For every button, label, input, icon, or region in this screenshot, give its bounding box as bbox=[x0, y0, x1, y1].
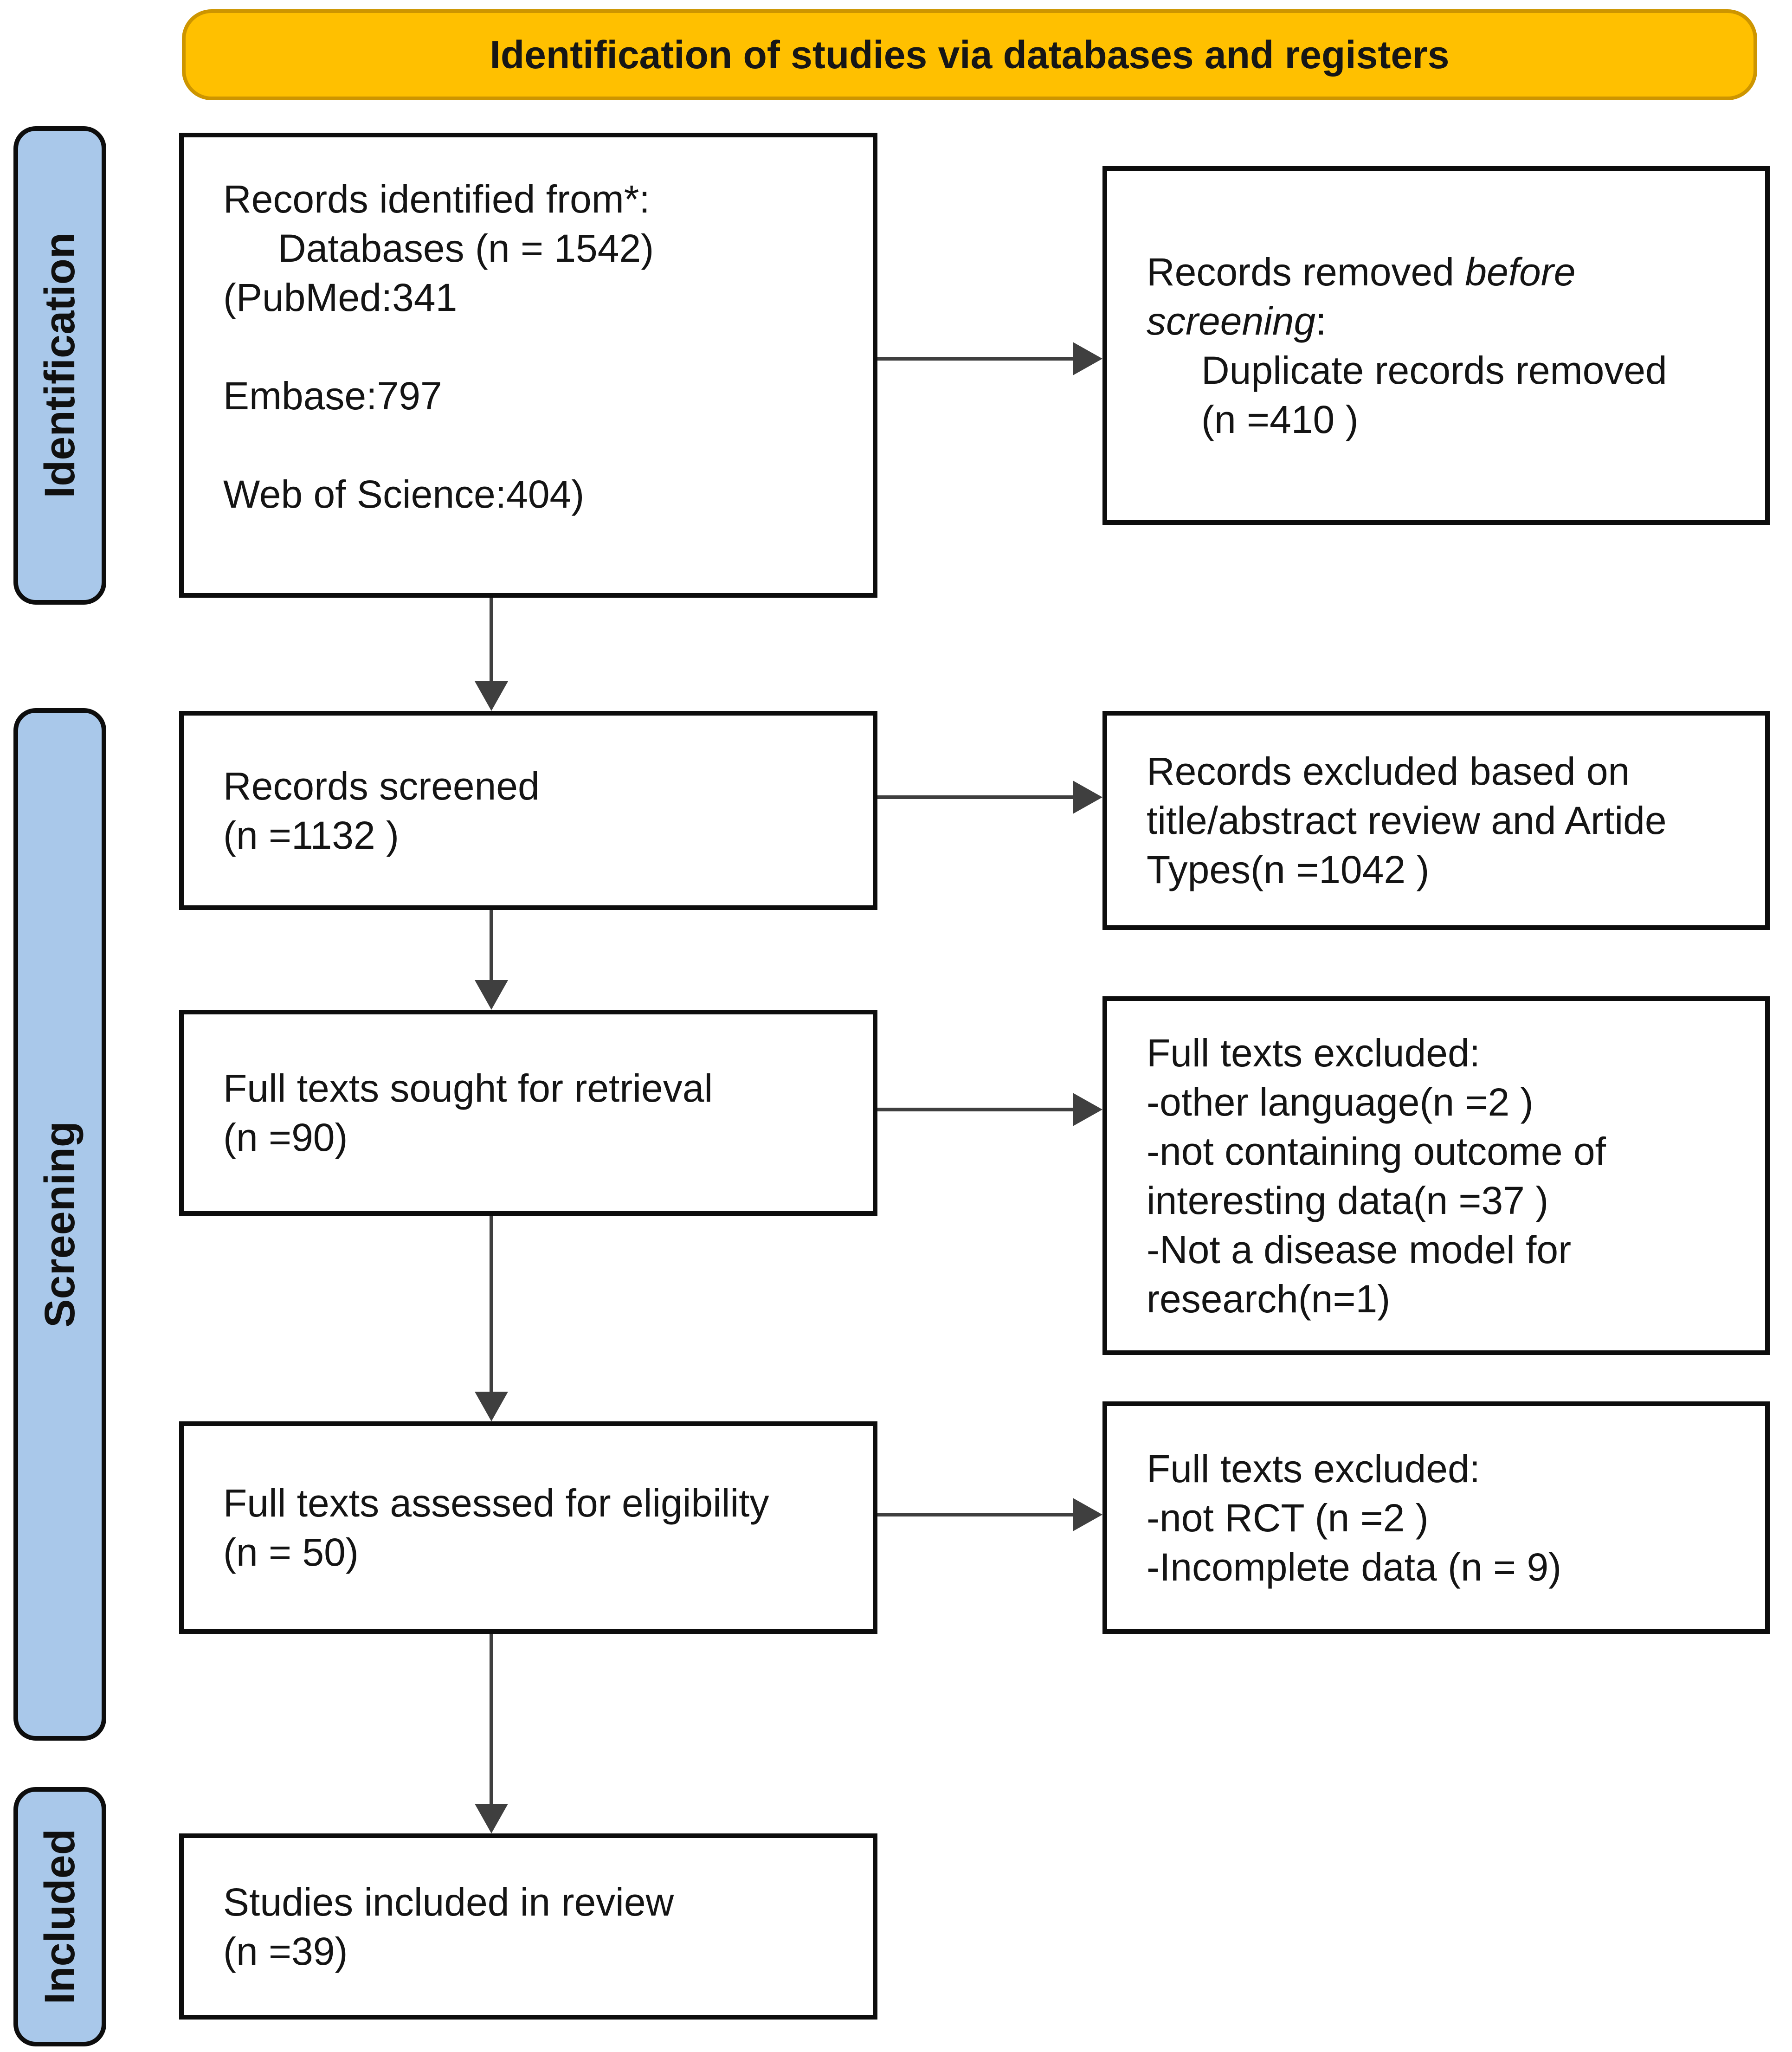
box-line: -Incomplete data (n = 9) bbox=[1147, 1545, 1562, 1589]
box-records-removed: Records removed before screening: Duplic… bbox=[1102, 166, 1770, 525]
arrow-head-icon bbox=[475, 1392, 508, 1421]
stage-label-text: Included bbox=[36, 1829, 84, 2005]
box-records-identified: Records identified from*: Databases (n =… bbox=[179, 133, 877, 598]
box-line: -not RCT (n =2 ) bbox=[1147, 1496, 1429, 1540]
box-line: Web of Science:404) bbox=[223, 472, 585, 516]
box-line bbox=[223, 420, 854, 470]
box-line: -not containing outcome of bbox=[1147, 1129, 1606, 1173]
box-records-screened: Records screened (n =1132 ) bbox=[179, 711, 877, 910]
stage-label-screening: Screening bbox=[13, 708, 106, 1741]
box-line: Records identified from*: bbox=[223, 177, 650, 221]
box-line: Duplicate records removed bbox=[1201, 348, 1667, 392]
box-line: Full texts excluded: bbox=[1147, 1446, 1481, 1491]
box-line: Studies included in review bbox=[223, 1880, 674, 1924]
box-line: (n =1132 ) bbox=[223, 813, 400, 857]
arrow-shaft bbox=[490, 910, 493, 980]
arrow-head-icon bbox=[475, 1804, 508, 1833]
box-line: -other language(n =2 ) bbox=[1147, 1080, 1534, 1124]
arrow-shaft bbox=[877, 1513, 1073, 1516]
stage-label-text: Screening bbox=[36, 1121, 84, 1328]
box-fulltexts-assessed: Full texts assessed for eligibility (n =… bbox=[179, 1421, 877, 1634]
box-line: (n = 50) bbox=[223, 1530, 359, 1574]
box-line: (PubMed:341 bbox=[223, 276, 458, 319]
box-line: Databases (n = 1542) bbox=[278, 226, 654, 270]
arrow-head-icon bbox=[1073, 1498, 1102, 1531]
box-line bbox=[223, 322, 854, 371]
box-line: Full texts assessed for eligibility bbox=[223, 1481, 769, 1525]
arrow-shaft bbox=[490, 598, 493, 681]
box-line: (n =90) bbox=[223, 1116, 348, 1159]
arrow-head-icon bbox=[475, 681, 508, 711]
arrow-shaft bbox=[877, 357, 1073, 361]
arrow-head-icon bbox=[475, 980, 508, 1010]
box-line: Full texts excluded: bbox=[1147, 1031, 1481, 1075]
stage-label-included: Included bbox=[13, 1787, 106, 2046]
box-line: (n =39) bbox=[223, 1929, 348, 1973]
stage-label-identification: Identification bbox=[13, 126, 106, 605]
box-line: Records excluded based on bbox=[1147, 749, 1630, 793]
arrow-shaft bbox=[877, 1108, 1073, 1111]
box-line: screening: bbox=[1147, 299, 1327, 343]
box-line: (n =410 ) bbox=[1201, 397, 1359, 441]
banner-title: Identification of studies via databases … bbox=[182, 9, 1757, 100]
box-line: interesting data(n =37 ) bbox=[1147, 1178, 1549, 1222]
arrow-head-icon bbox=[1073, 781, 1102, 814]
box-line: title/abstract review and Artide bbox=[1147, 799, 1667, 842]
arrow-shaft bbox=[877, 795, 1073, 799]
box-records-excluded: Records excluded based on title/abstract… bbox=[1102, 711, 1770, 930]
arrow-shaft bbox=[490, 1634, 493, 1804]
box-fulltexts-sought: Full texts sought for retrieval (n =90) bbox=[179, 1010, 877, 1216]
box-line: Types(n =1042 ) bbox=[1147, 848, 1430, 891]
arrow-head-icon bbox=[1073, 1093, 1102, 1126]
arrow-head-icon bbox=[1073, 342, 1102, 375]
box-line: Records screened bbox=[223, 764, 540, 808]
stage-label-text: Identification bbox=[36, 232, 84, 498]
box-fulltexts-excluded-retrieval: Full texts excluded: -other language(n =… bbox=[1102, 996, 1770, 1355]
box-line: -Not a disease model for bbox=[1147, 1227, 1572, 1271]
box-line: Records removed before bbox=[1147, 250, 1576, 294]
arrow-shaft bbox=[490, 1216, 493, 1392]
box-studies-included: Studies included in review (n =39) bbox=[179, 1833, 877, 2020]
box-fulltexts-excluded-eligibility: Full texts excluded: -not RCT (n =2 ) -I… bbox=[1102, 1401, 1770, 1634]
box-line: Embase:797 bbox=[223, 374, 442, 418]
box-line: Full texts sought for retrieval bbox=[223, 1066, 713, 1110]
box-line: research(n=1) bbox=[1147, 1277, 1391, 1321]
